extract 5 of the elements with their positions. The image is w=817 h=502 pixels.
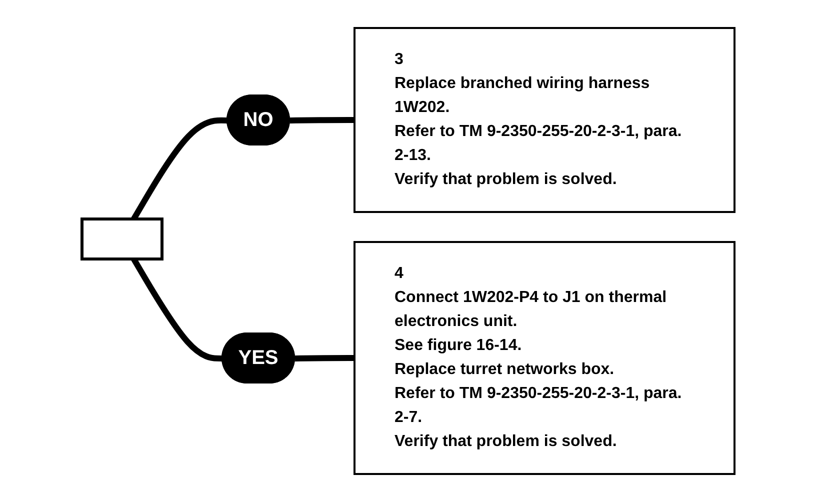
node-box: 4 Connect 1W202-P4 to J1 on thermal electronics unit. See figure 16-14. Replace turret networks box. Refer to TM 9-2350-255-20-2-3-1, para. 2-7. Verify that problem is solved.: [354, 241, 736, 475]
connector: [290, 117, 355, 124]
node-box: 3 Replace branched wiring harness 1W202. Refer to TM 9-2350-255-20-2-3-1, para. 2-13. Verify that problem is solved.: [354, 27, 736, 213]
node-box: [80, 218, 164, 260]
connector: [295, 355, 355, 362]
